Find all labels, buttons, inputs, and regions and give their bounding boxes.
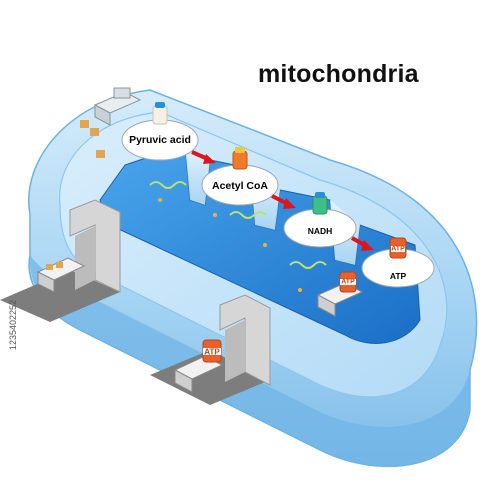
arrow-nadh-to-atp xyxy=(361,240,374,251)
label-pyruvic-acid: Pyruvic acid xyxy=(129,134,191,146)
arrow-acetyl-to-nadh xyxy=(283,198,296,209)
stage-atp xyxy=(361,237,435,288)
canister-label-dock-truck: ATP xyxy=(204,347,220,357)
stage-nadh xyxy=(283,192,357,248)
bottom-dock xyxy=(150,294,271,405)
label-nadh: NADH xyxy=(307,226,333,236)
diagram-title: mitochondria xyxy=(258,60,419,88)
delivery-truck-top xyxy=(80,87,142,158)
label-acetyl-coa: Acetyl CoA xyxy=(211,180,269,192)
canister-label-stage: ATP xyxy=(391,245,405,253)
arrow-pyruvic-to-acetyl xyxy=(203,154,216,164)
stock-id-watermark: 1235402252 xyxy=(8,300,18,351)
canister-label-inner-truck: ATP xyxy=(341,278,355,286)
flow-arrows xyxy=(191,150,374,251)
label-atp: ATP xyxy=(389,271,407,281)
left-dock xyxy=(0,199,121,322)
stage-acetyl-coa xyxy=(201,147,279,206)
atp-truck-inner xyxy=(316,271,364,317)
stage-pyruvic-acid xyxy=(121,102,199,161)
